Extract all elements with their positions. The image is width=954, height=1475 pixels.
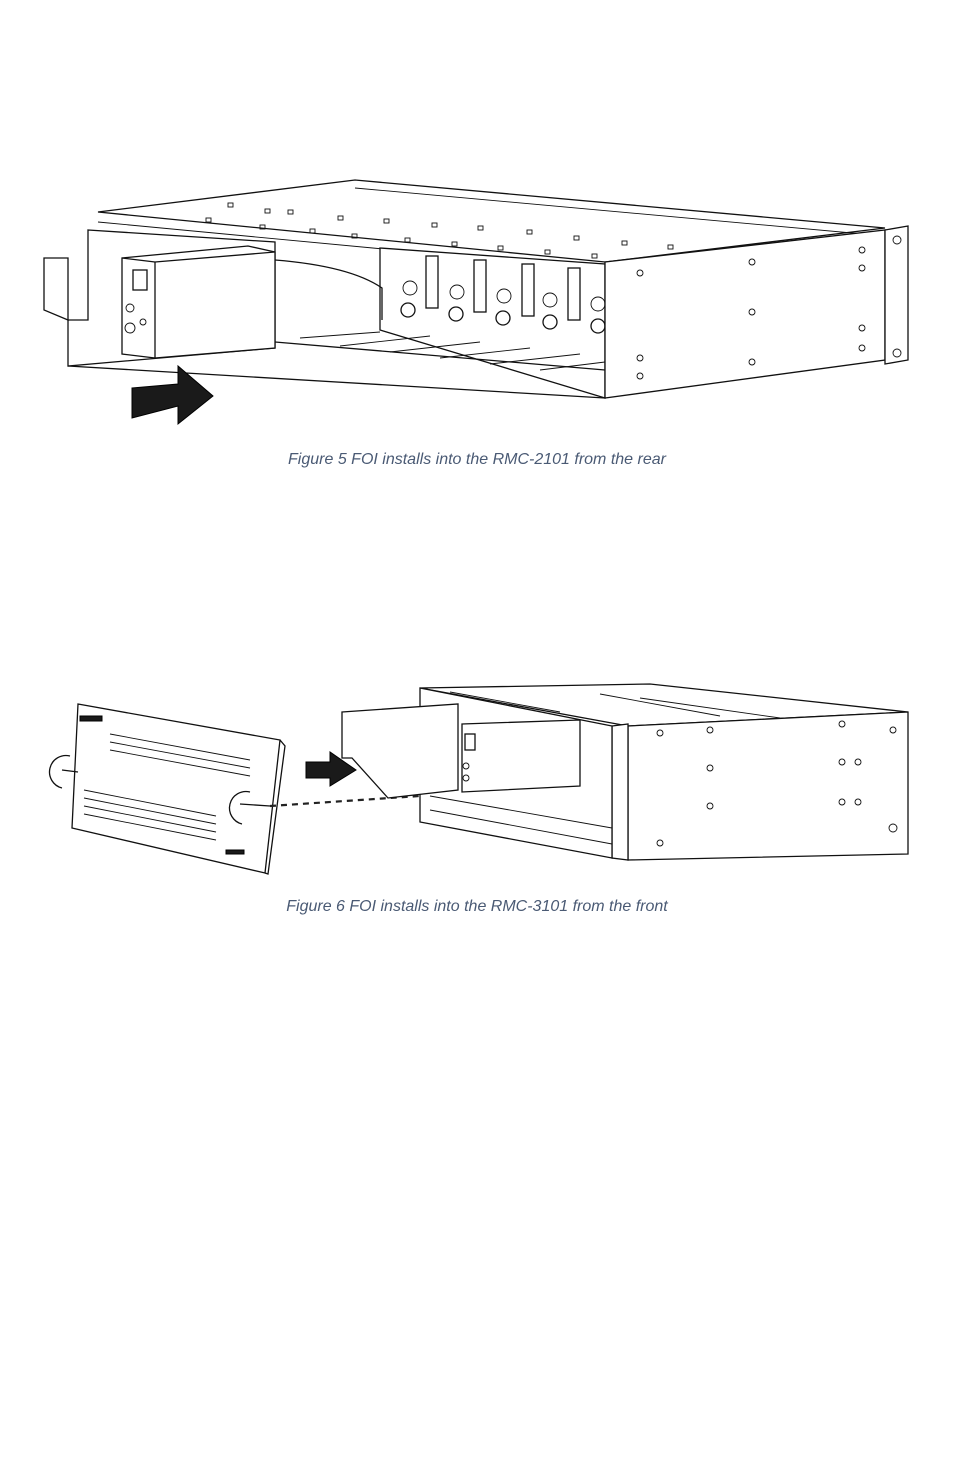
mounting-tray bbox=[341, 703, 459, 799]
tray-handle bbox=[43, 257, 69, 321]
rotate-screw-icon bbox=[228, 790, 251, 825]
vent-slots bbox=[83, 733, 251, 841]
panel-logo bbox=[79, 715, 103, 722]
foi-module bbox=[461, 719, 581, 793]
install-direction-arrow-icon bbox=[131, 364, 214, 426]
led-icon bbox=[125, 303, 135, 313]
rack-chassis-rear-install-diagram bbox=[43, 179, 909, 426]
floor-rails bbox=[67, 331, 606, 399]
rj45-port-icon bbox=[132, 269, 148, 291]
chassis-top-cover bbox=[97, 179, 886, 263]
rack-chassis-front-install-diagram bbox=[48, 683, 909, 875]
fiber-port-icon bbox=[462, 762, 470, 770]
card-guide bbox=[274, 259, 383, 320]
install-direction-arrow-icon bbox=[305, 751, 357, 787]
side-screws bbox=[636, 246, 866, 380]
side-screws bbox=[656, 720, 898, 847]
foi-module bbox=[121, 245, 276, 359]
rotate-screw-icon bbox=[48, 754, 71, 789]
panel-label bbox=[225, 849, 245, 855]
figure-5-illustration bbox=[0, 170, 954, 440]
rj45-port-icon bbox=[464, 733, 476, 751]
figure-5-caption: Figure 5 FOI installs into the RMC-2101 … bbox=[288, 451, 666, 468]
front-cover-panel bbox=[71, 703, 281, 874]
figure-6-caption: Figure 6 FOI installs into the RMC-3101 … bbox=[286, 898, 668, 915]
rear-slots bbox=[400, 255, 606, 334]
figure-6-illustration bbox=[0, 678, 954, 878]
fiber-port-icon bbox=[124, 322, 136, 334]
chassis-side-panel bbox=[627, 711, 909, 861]
top-screws bbox=[205, 202, 674, 259]
rack-mount-ear bbox=[884, 225, 909, 365]
front-bezel bbox=[611, 723, 629, 861]
